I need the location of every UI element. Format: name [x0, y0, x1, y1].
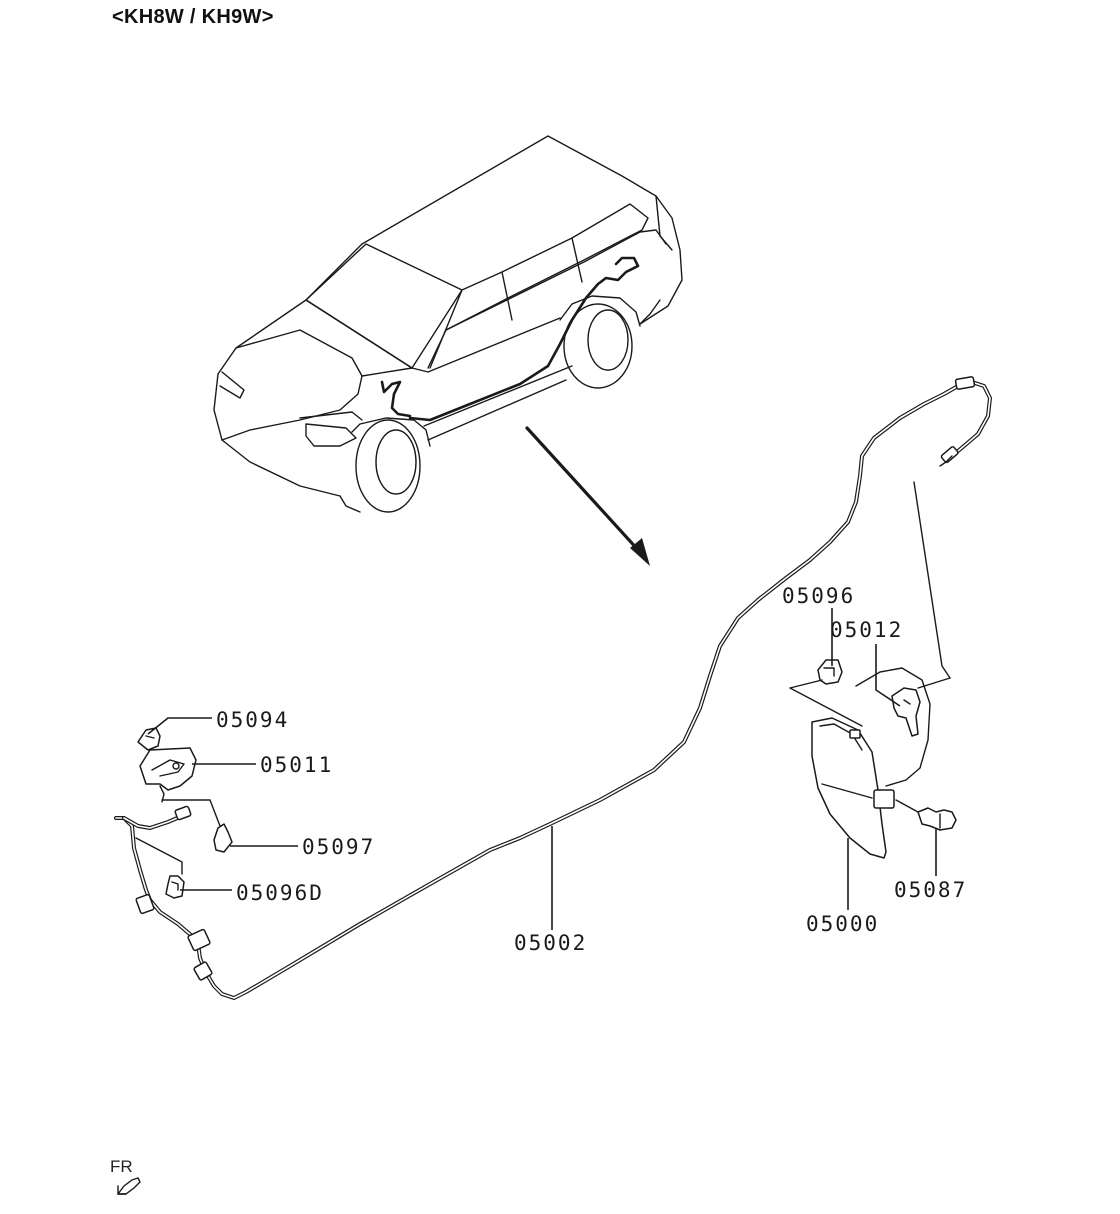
leader-lines	[147, 608, 937, 930]
label-05000: 05000	[806, 912, 879, 936]
label-05096d: 05096D	[236, 881, 324, 905]
label-05012: 05012	[830, 618, 903, 642]
front-direction-arrow-icon	[117, 1177, 141, 1195]
release-lever-assembly	[135, 727, 233, 899]
label-05011: 05011	[260, 753, 333, 777]
part-05000-shape	[811, 717, 887, 859]
part-05097-shape	[213, 823, 233, 853]
part-05087-shape	[917, 807, 957, 831]
label-05002: 05002	[514, 931, 587, 955]
label-05094: 05094	[216, 708, 289, 732]
release-cable	[114, 376, 992, 1000]
label-05097: 05097	[302, 835, 375, 859]
vehicle-illustration	[213, 135, 683, 513]
view-direction-arrow-icon	[525, 426, 650, 566]
label-05096: 05096	[782, 584, 855, 608]
part-05011-shape	[139, 747, 197, 791]
diagram-title: <KH8W / KH9W>	[112, 6, 274, 28]
front-label: FR	[110, 1157, 133, 1176]
part-05012-shape	[891, 687, 921, 737]
front-direction-marker: FR	[110, 1157, 141, 1195]
fuel-lid-assembly	[789, 481, 957, 859]
label-05087: 05087	[894, 878, 967, 902]
part-05096d-shape	[165, 875, 185, 899]
part-05094-shape	[137, 727, 161, 751]
